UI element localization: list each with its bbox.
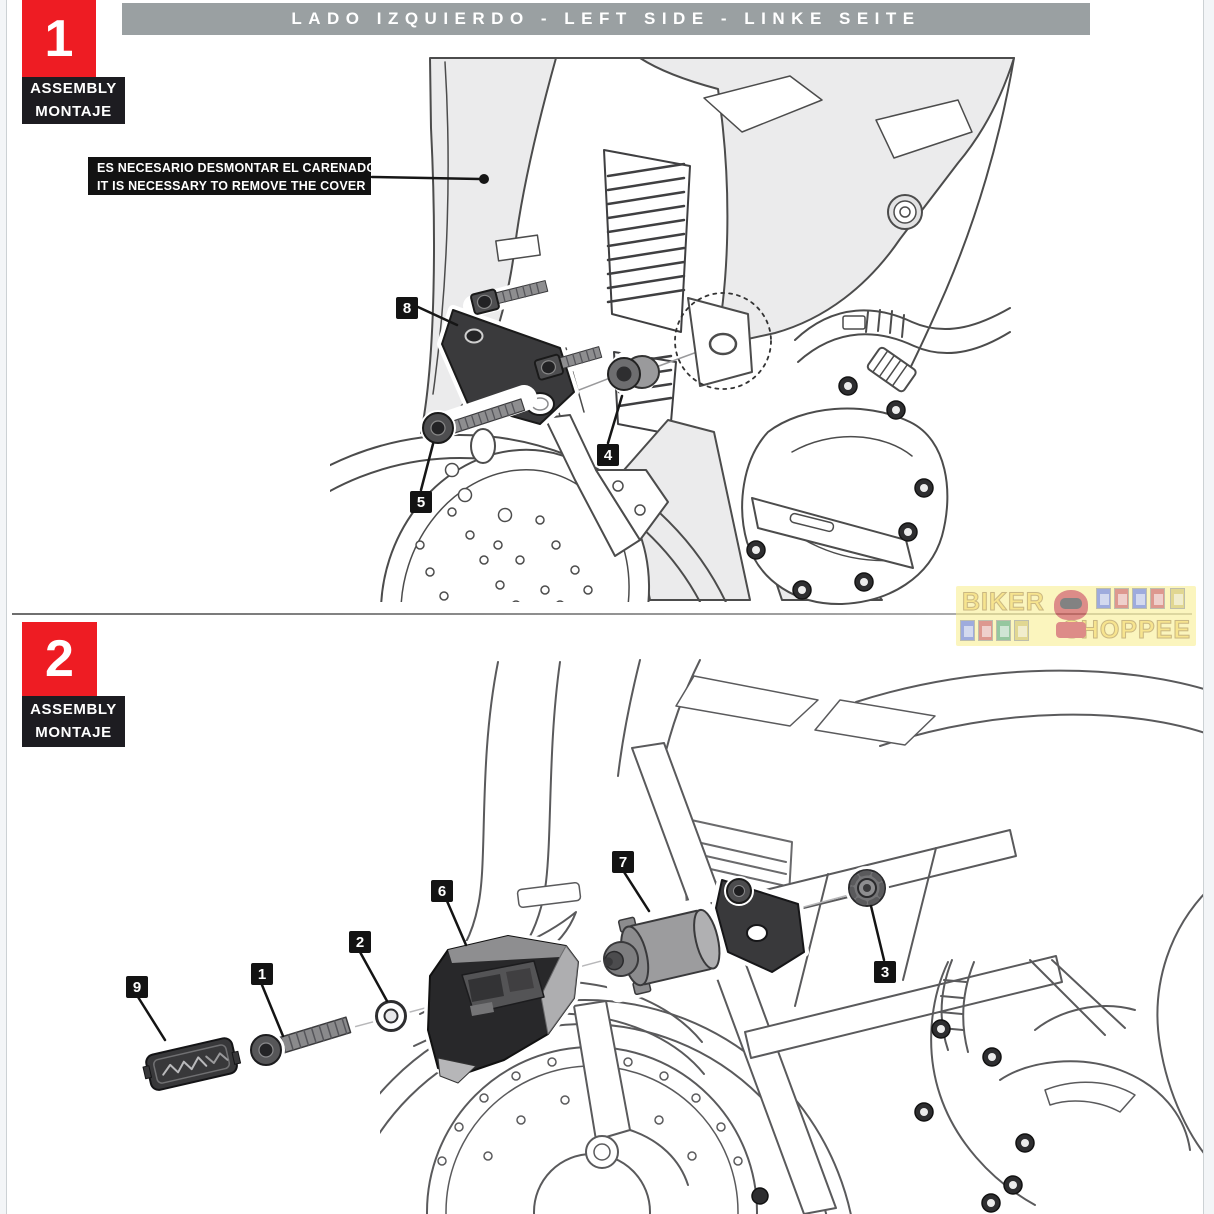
page-edge-right (1203, 0, 1214, 1214)
callout-3: 3 (874, 961, 896, 983)
logo-plate-part-9 (139, 1031, 244, 1097)
step1-label-assembly: ASSEMBLY (30, 80, 117, 97)
step1-number: 1 (44, 9, 74, 68)
note-line-spanish: ES NECESARIO DESMONTAR EL CARENADO / (97, 161, 384, 175)
callout-7: 7 (612, 851, 634, 873)
engine-bolts (746, 376, 934, 600)
step2-assembly-label: ASSEMBLY MONTAJE (22, 696, 125, 747)
step1-label-montaje: MONTAJE (35, 102, 112, 120)
note-line-english: IT IS NECESSARY TO REMOVE THE COVER (97, 178, 366, 193)
radiator-hoses (794, 307, 1011, 393)
engine-right-outlines (914, 883, 1214, 1213)
page-edge-left (0, 0, 7, 1214)
stamp-icon (996, 620, 1011, 641)
front-fork (539, 347, 669, 557)
callout-9: 9 (126, 976, 148, 998)
front-wheel-disc (330, 428, 727, 602)
watermark-word-biker: BIKER (962, 588, 1045, 617)
stamp-icon (1096, 588, 1111, 609)
callout-4: 4 (597, 444, 619, 466)
front-wheel-disc-2 (380, 980, 852, 1214)
stamp-icon (978, 620, 993, 641)
stamp-icon (1150, 588, 1165, 609)
bolt-part-5 (420, 385, 537, 446)
tank-seat-outlines (675, 669, 1214, 747)
step2-leader-lines (136, 870, 886, 1042)
bracket-bolt-upper (470, 280, 549, 315)
engine-case (741, 307, 1011, 606)
step1-note-box: ES NECESARIO DESMONTAR EL CARENADO / IT … (88, 157, 384, 195)
step2-number: 2 (45, 630, 74, 688)
stamp-icon (1170, 588, 1185, 609)
bolt-part-1 (247, 1009, 359, 1069)
step2-illustration (136, 659, 1214, 1214)
spacer-part-7 (594, 897, 726, 1003)
header-bar: LADO IZQUIERDO - LEFT SIDE - LINKE SEITE (122, 3, 1090, 35)
step2-label-montaje: MONTAJE (35, 723, 112, 741)
stamp-icon (1114, 588, 1129, 609)
bracket-bolt-lower (533, 346, 603, 381)
step1-assembly-label: ASSEMBLY MONTAJE (22, 77, 125, 124)
step1-illustration (330, 57, 1015, 606)
callout-5: 5 (410, 491, 432, 513)
washer-part-2 (372, 997, 410, 1035)
step2-number-badge: 2 (22, 622, 97, 696)
callout-6: 6 (431, 880, 453, 902)
step1-leader-lines (370, 174, 624, 492)
helmet-chin-icon (1056, 622, 1086, 638)
nut-part-3 (845, 866, 889, 910)
stamp-icon (1132, 588, 1147, 609)
callout-2: 2 (349, 931, 371, 953)
header-title: LADO IZQUIERDO - LEFT SIDE - LINKE SEITE (291, 9, 921, 28)
mount-bracket-part-2 (711, 875, 809, 977)
stamp-icon (960, 620, 975, 641)
helmet-icon (1054, 590, 1088, 620)
biker-shoppee-watermark: BIKER SHOPPEE (956, 586, 1196, 646)
stamp-icon (1014, 620, 1029, 641)
spacer-part-4 (607, 349, 660, 397)
section-divider (12, 613, 1192, 615)
helmet-visor-icon (1060, 598, 1082, 609)
slider-pad-part-6 (423, 931, 583, 1084)
step1-number-badge: 1 (22, 0, 96, 77)
callout-1: 1 (251, 963, 273, 985)
callout-8: 8 (396, 297, 418, 319)
step2-label-assembly: ASSEMBLY (30, 701, 117, 718)
